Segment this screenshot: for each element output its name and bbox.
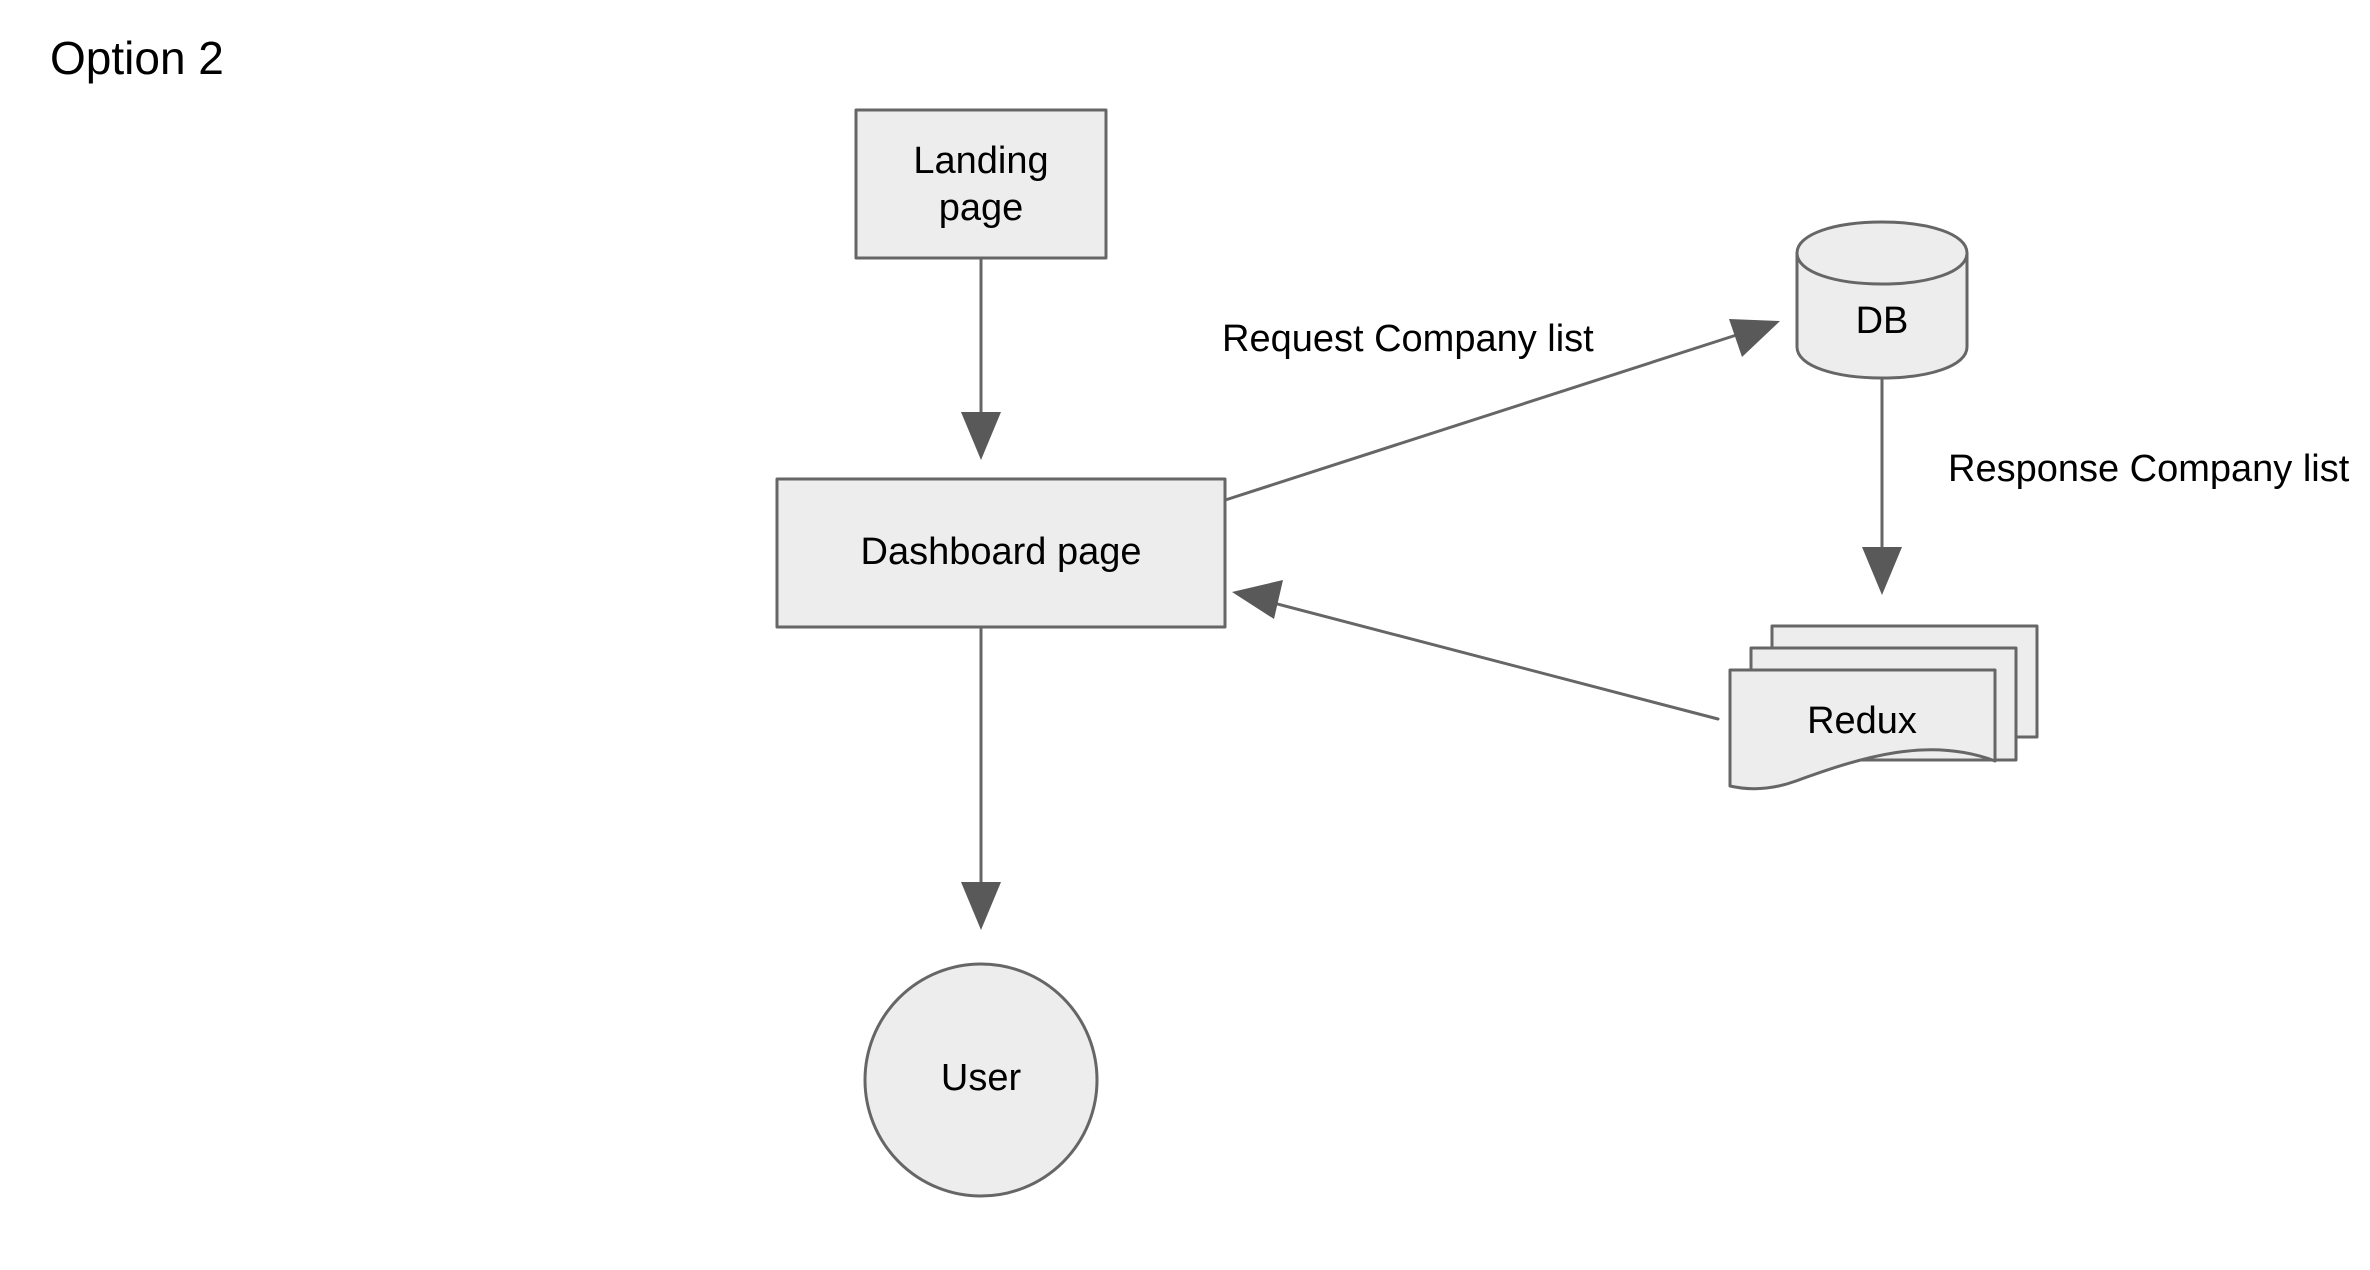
edge-dashboard-to-user [961,625,1001,930]
node-landing-page[interactable]: Landing page [854,108,1108,260]
node-dashboard-page[interactable]: Dashboard page [775,477,1227,629]
edge-redux-to-dashboard [1232,580,1720,721]
edge-landing-to-dashboard [961,256,1001,460]
arrow-head-to-db [1729,319,1780,357]
arrow-head-down-landing [961,412,1001,460]
landing-page-box[interactable] [854,108,1108,260]
node-user[interactable]: User [863,962,1099,1198]
arrow-head-to-redux [1862,547,1902,595]
landing-page-label-line1: Landing [913,140,1048,182]
edge-label-response-company-list: Response Company list [1948,448,2350,490]
dashboard-page-label: Dashboard page [861,531,1142,573]
edge-dashboard-to-db-line [1214,328,1754,505]
user-label: User [941,1057,1022,1099]
landing-page-label-line2: page [939,187,1024,229]
edge-dashboard-to-db [1214,319,1780,505]
redux-sheet-front[interactable] [1728,668,1997,791]
page-title: Option 2 [50,32,224,84]
arrow-head-to-user [961,882,1001,930]
db-label: DB [1856,300,1909,342]
arrow-head-to-dashboard [1232,580,1283,619]
dashboard-page-box[interactable] [775,477,1227,629]
db-cylinder-body[interactable] [1795,220,1969,380]
user-circle[interactable] [863,962,1099,1198]
db-cylinder-top-ellipse [1795,251,1969,286]
redux-label: Redux [1807,700,1917,742]
edge-label-request-company-list: Request Company list [1222,318,1594,360]
edge-db-to-redux [1862,376,1902,595]
node-redux[interactable]: Redux [1728,624,2039,791]
edge-redux-to-dashboard-line [1260,598,1720,721]
node-db[interactable]: DB [1795,220,1969,380]
